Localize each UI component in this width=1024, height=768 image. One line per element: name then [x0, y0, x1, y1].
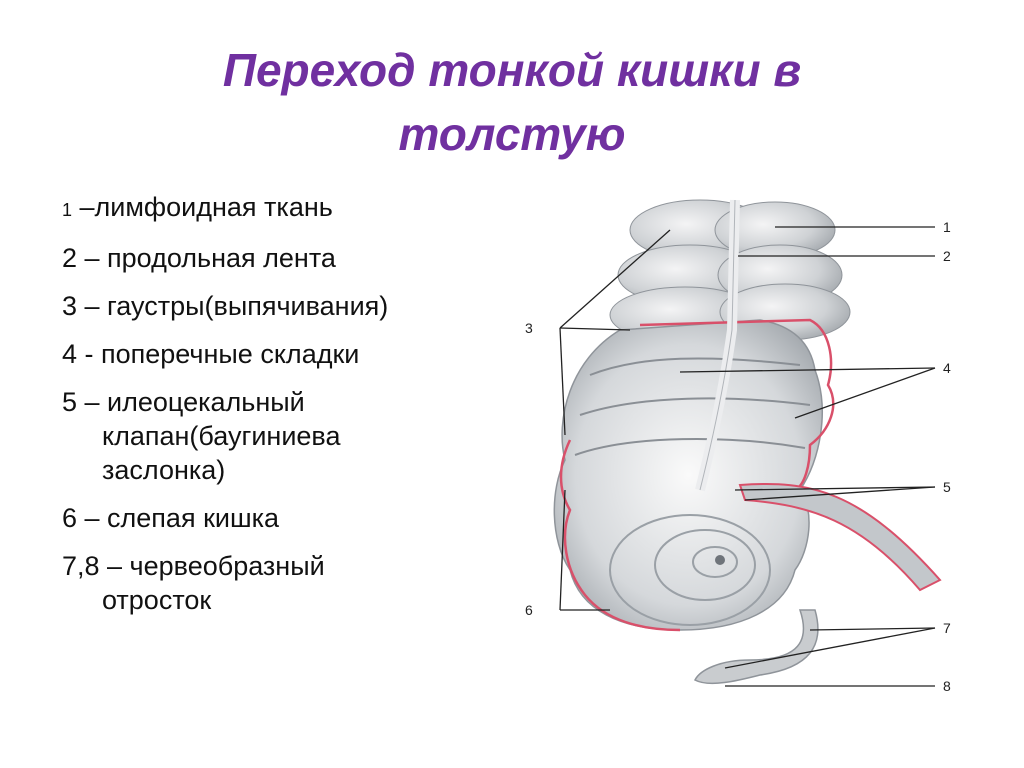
- legend-item-2: 2 – продольная лента: [62, 241, 512, 275]
- legend-item-1: 1 –лимфоидная ткань: [62, 190, 512, 227]
- legend-item-2-text: 2 – продольная лента: [62, 243, 336, 273]
- intestine-illustration: 1 2 3 4 5 6 7 8: [525, 199, 951, 694]
- legend-list: 1 –лимфоидная ткань 2 – продольная лента…: [62, 190, 512, 631]
- legend-item-4-text: 4 - поперечные складки: [62, 339, 360, 369]
- figure-label-8: 8: [943, 678, 951, 694]
- legend-item-1-number: 1: [62, 200, 73, 220]
- legend-item-5-cont-1: клапан(баугиниева: [102, 421, 341, 451]
- legend-item-5-text: 5 – илеоцекальный: [62, 387, 305, 417]
- legend-item-6-text: 6 – слепая кишка: [62, 503, 280, 533]
- title-line-1: Переход тонкой кишки в: [222, 44, 802, 96]
- legend-item-5-cont-2: заслонка): [102, 455, 226, 485]
- ileum-tube: [738, 482, 942, 592]
- figure-label-2: 2: [943, 248, 951, 264]
- figure-label-5: 5: [943, 479, 951, 495]
- figure-label-4: 4: [943, 360, 951, 376]
- legend-item-3: 3 – гаустры(выпячивания): [62, 289, 512, 323]
- title-line-2: толстую: [398, 108, 626, 160]
- figure-label-6: 6: [525, 602, 533, 618]
- legend-item-7-text: 7,8 – червеобразный: [62, 551, 325, 581]
- figure-label-1: 1: [943, 219, 951, 235]
- leader-lines: [559, 226, 936, 687]
- legend-item-5: 5 – илеоцекальный клапан(баугиниева засл…: [62, 385, 512, 487]
- legend-item-7: 7,8 – червеобразный отросток: [62, 549, 512, 617]
- colon-opened-section: [553, 199, 835, 632]
- legend-item-1-text: –лимфоидная ткань: [72, 192, 333, 222]
- slide-title: Переход тонкой кишки в толстую: [0, 38, 1024, 166]
- legend-item-3-text: 3 – гаустры(выпячивания): [62, 291, 389, 321]
- figure-label-3: 3: [525, 320, 533, 336]
- legend-item-4: 4 - поперечные складки: [62, 337, 512, 371]
- legend-item-6: 6 – слепая кишка: [62, 501, 512, 535]
- appendix: [694, 609, 819, 685]
- legend-item-7-cont-1: отросток: [102, 585, 212, 615]
- figure-label-7: 7: [943, 620, 951, 636]
